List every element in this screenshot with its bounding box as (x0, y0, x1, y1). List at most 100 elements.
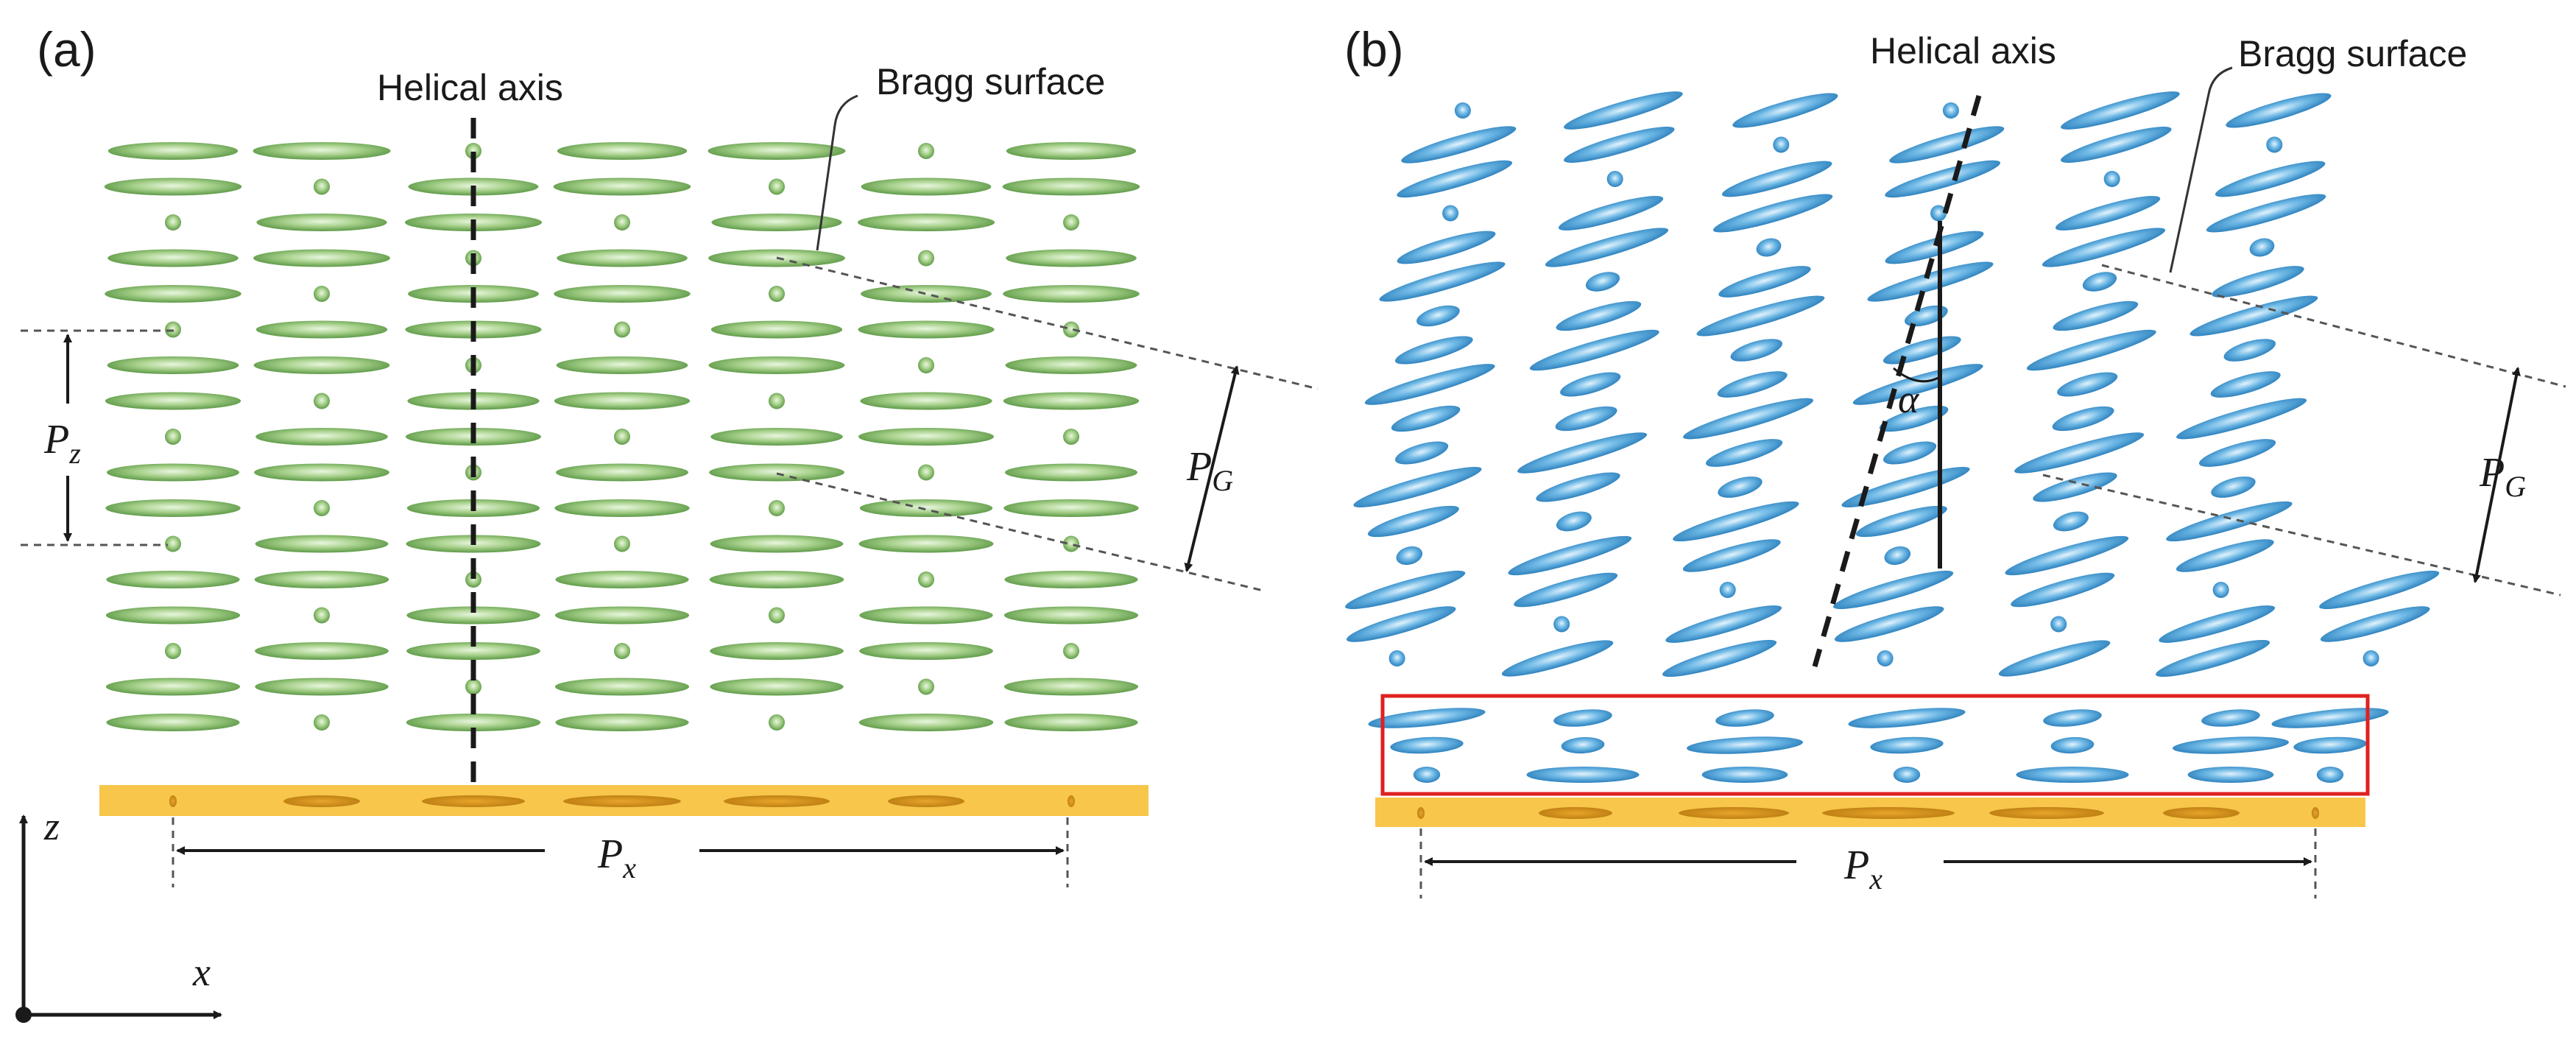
panel-a-pg-arrow (1184, 365, 1240, 572)
mesogen-dot (1442, 205, 1459, 222)
mesogen-ellipse (1556, 511, 1592, 532)
mesogen-ellipse (710, 535, 844, 553)
mesogen-ellipse (710, 320, 843, 339)
mesogen-ellipse (2210, 371, 2281, 398)
mesogen-ellipse (1705, 439, 1783, 467)
mesogen-ellipse (1005, 356, 1137, 374)
mesogen-ellipse (1555, 406, 1617, 432)
mesogen-dot (314, 500, 330, 516)
mesogen-ellipse (2166, 501, 2293, 542)
substrate-dot (422, 795, 525, 807)
mesogen-ellipse (1002, 177, 1140, 196)
mesogen-dot (918, 464, 934, 481)
panel-a-helical-axis-label: Helical axis (377, 67, 563, 108)
mesogen-dot (2266, 136, 2283, 153)
panel-b-alpha-arc (1893, 367, 1941, 383)
mesogen-ellipse (1536, 472, 1620, 502)
mesogen-ellipse (556, 356, 688, 374)
mesogen-ellipse (2226, 93, 2332, 128)
substrate-dot (1822, 807, 1955, 819)
coordinate-axes: z x (15, 804, 222, 1023)
mesogen-dot (314, 607, 330, 624)
mesogen-ellipse (554, 285, 691, 303)
mesogen-ellipse (107, 142, 239, 160)
mesogen-ellipse (1394, 441, 1449, 465)
panel-a-substrate-dots (169, 795, 1075, 807)
mesogen-ellipse (2156, 639, 2270, 678)
interface-mesogen-ellipse (1870, 736, 1944, 754)
mesogen-ellipse (406, 642, 540, 660)
mesogen-ellipse (105, 285, 241, 303)
interface-mesogen-ellipse (1553, 709, 1612, 727)
mesogen-ellipse (1391, 405, 1461, 432)
panel-a: (a) Helical axis Bragg surface PG Pz (21, 22, 1319, 887)
mesogen-ellipse (554, 678, 690, 696)
mesogen-ellipse (253, 142, 391, 160)
mesogen-ellipse (554, 392, 691, 410)
panel-b-substrate-dots (1417, 807, 2319, 819)
mesogen-ellipse (253, 356, 390, 374)
mesogen-ellipse (1003, 285, 1140, 303)
panel-a-tag: (a) (37, 22, 96, 77)
panel-b-tag: (b) (1344, 22, 1404, 77)
axes-origin (15, 1007, 32, 1023)
mesogen-ellipse (2052, 406, 2114, 432)
mesogen-ellipse (1884, 546, 1911, 566)
panel-a-pz-label: Pz (43, 417, 81, 470)
mesogen-ellipse (1006, 249, 1137, 267)
mesogen-ellipse (107, 463, 239, 482)
mesogen-ellipse (106, 714, 240, 731)
mesogen-ellipse (709, 571, 844, 588)
mesogen-ellipse (1401, 126, 1517, 163)
mesogen-dot (1063, 321, 1079, 338)
mesogen-dot (2212, 582, 2229, 598)
mesogen-ellipse (1721, 161, 1832, 197)
mesogen-ellipse (2061, 91, 2180, 130)
mesogen-ellipse (1364, 364, 1495, 405)
interface-mesogen-ellipse (2293, 736, 2367, 754)
mesogen-ellipse (1558, 196, 1664, 231)
mesogen-dot (614, 321, 630, 338)
mesogen-ellipse (554, 606, 690, 624)
panel-a-bragg-pointer (816, 94, 858, 251)
mesogen-ellipse (2033, 472, 2117, 502)
mesogen-ellipse (105, 392, 241, 410)
mesogen-dot (769, 607, 785, 624)
mesogen-ellipse (710, 678, 844, 696)
mesogen-ellipse (708, 356, 845, 374)
mesogen-ellipse (857, 214, 995, 231)
interface-mesogen-ellipse (2043, 709, 2102, 727)
interface-mesogen-ellipse (1368, 708, 1486, 728)
mesogen-ellipse (1501, 640, 1614, 677)
mesogen-dot (918, 250, 934, 267)
mesogen-ellipse (860, 392, 992, 410)
mesogen-ellipse (1998, 640, 2111, 677)
mesogen-ellipse (1665, 605, 1782, 643)
mesogen-ellipse (1004, 714, 1138, 731)
mesogen-dot (918, 143, 934, 159)
mesogen-ellipse (1905, 305, 1948, 327)
mesogen-dot (769, 714, 785, 731)
mesogen-ellipse (858, 320, 995, 339)
mesogen-ellipse (2053, 511, 2089, 532)
panel-b-mesogens (1345, 91, 2440, 783)
mesogen-dot (769, 393, 785, 409)
mesogen-ellipse (2212, 266, 2304, 298)
substrate-dot (2312, 807, 2319, 819)
mesogen-dot (769, 178, 785, 195)
panel-b-pg-arrow (2472, 367, 2521, 583)
interface-mesogen-ellipse (2201, 709, 2260, 727)
mesogen-ellipse (556, 463, 688, 482)
mesogen-ellipse (2082, 272, 2117, 292)
interface-mesogen-ellipse (2187, 767, 2274, 783)
mesogen-ellipse (254, 571, 389, 588)
mesogen-ellipse (1006, 142, 1137, 160)
mesogen-ellipse (557, 249, 688, 267)
mesogen-ellipse (1882, 441, 1937, 465)
mesogen-dot (614, 214, 630, 231)
mesogen-dot (314, 393, 330, 409)
panel-b-bragg-label: Bragg surface (2238, 33, 2467, 74)
mesogen-dot (1063, 643, 1079, 659)
mesogen-dot (165, 535, 181, 552)
